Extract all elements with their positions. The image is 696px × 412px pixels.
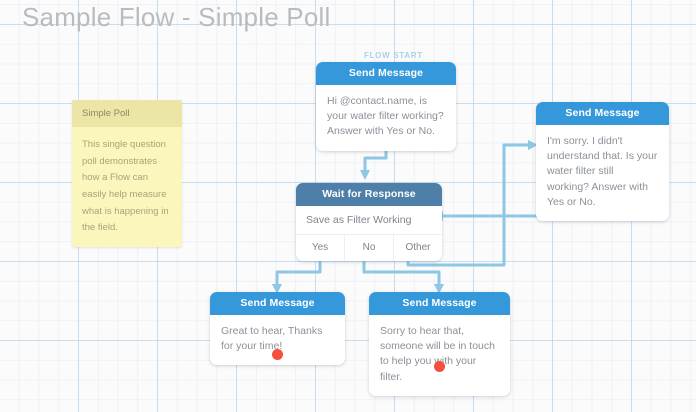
- node-wait-response-save-as: Save as Filter Working: [296, 206, 442, 235]
- node-retry-message-header: Send Message: [536, 102, 669, 125]
- node-yes-message[interactable]: Send Message Great to hear, Thanks for y…: [210, 292, 345, 366]
- node-no-message-body: Sorry to hear that, someone will be in t…: [380, 325, 495, 383]
- node-start-message-header: Send Message: [316, 62, 456, 85]
- sticky-note[interactable]: Simple Poll This single question poll de…: [72, 100, 182, 247]
- end-dot-yes: [272, 349, 283, 360]
- node-wait-response[interactable]: Wait for Response Save as Filter Working…: [296, 183, 442, 261]
- end-dot-no: [434, 361, 445, 372]
- node-wait-response-header: Wait for Response: [296, 183, 442, 206]
- node-no-message[interactable]: Send Message Sorry to hear that, someone…: [369, 292, 510, 396]
- node-retry-message[interactable]: Send Message I'm sorry. I didn't underst…: [536, 102, 669, 222]
- node-retry-message-body: I'm sorry. I didn't understand that. Is …: [547, 135, 658, 208]
- node-no-message-header: Send Message: [369, 292, 510, 315]
- exit-yes[interactable]: Yes: [296, 235, 345, 261]
- exit-other[interactable]: Other: [405, 242, 431, 253]
- node-start-message-body: Hi @contact.name, is your water filter w…: [327, 95, 444, 138]
- node-yes-message-header: Send Message: [210, 292, 345, 315]
- sticky-note-body: This single question poll demonstrates h…: [82, 139, 169, 234]
- node-start-message[interactable]: Send Message Hi @contact.name, is your w…: [316, 62, 456, 151]
- node-yes-message-body: Great to hear, Thanks for your time!: [221, 325, 323, 353]
- node-wait-response-exits: Yes No Other: [296, 235, 442, 261]
- sticky-note-title: Simple Poll: [72, 100, 182, 127]
- exit-no[interactable]: No: [345, 235, 394, 261]
- flow-start-label: FLOW START: [364, 51, 423, 60]
- page-title: Sample Flow - Simple Poll: [22, 2, 331, 32]
